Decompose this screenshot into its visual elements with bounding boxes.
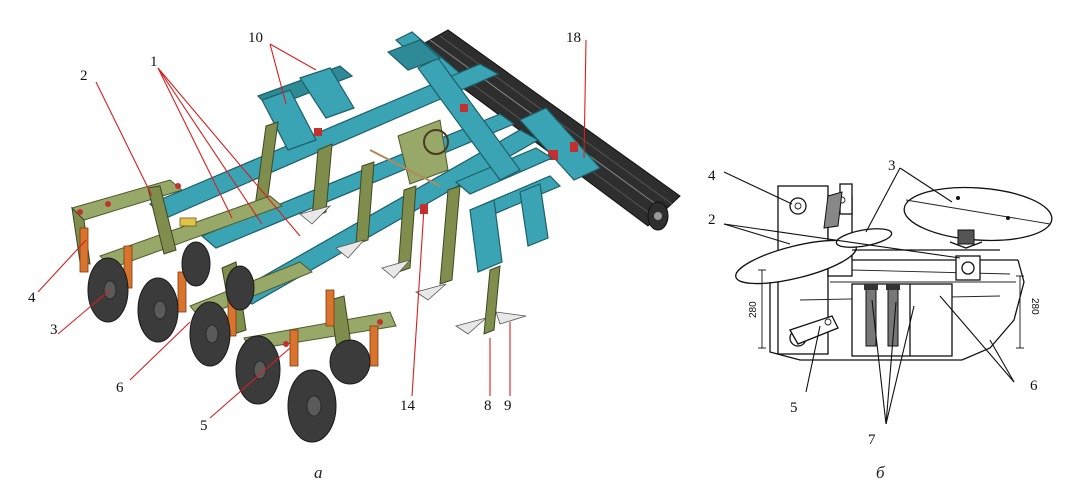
label-b-5: 5 [790, 400, 798, 416]
label-a-18: 18 [566, 30, 581, 46]
hydraulic-cylinders [864, 284, 900, 347]
leader-lines-a [37, 39, 587, 419]
label-a-6: 6 [116, 380, 124, 396]
disc-stands [79, 227, 379, 367]
panel-a-drawing: 1 2 3 4 5 6 8 9 10 14 18 a [28, 29, 681, 482]
caption-b: б [876, 463, 885, 482]
label-b-4: 4 [708, 168, 716, 184]
label-a-10: 10 [248, 30, 263, 46]
caption-a: a [314, 463, 323, 482]
rear-disc [903, 186, 1053, 242]
label-a-9: 9 [504, 398, 512, 414]
central-hitch [314, 104, 468, 214]
label-a-4: 4 [28, 290, 36, 306]
label-a-5: 5 [200, 418, 208, 434]
label-b-6: 6 [1030, 378, 1038, 394]
label-a-3: 3 [50, 322, 58, 338]
label-a-1: 1 [150, 54, 158, 70]
label-a-8: 8 [484, 398, 492, 414]
label-a-2: 2 [80, 68, 88, 84]
tine-stands [253, 121, 527, 335]
leader-lines-b [723, 167, 1015, 425]
dimension-right: 280 [1029, 298, 1040, 315]
label-b-3: 3 [888, 158, 896, 174]
label-b-7: 7 [868, 432, 876, 448]
callouts-a: 1 2 3 4 5 6 8 9 10 14 18 [28, 30, 581, 434]
label-b-2: 2 [708, 212, 716, 228]
discs [87, 241, 371, 443]
panel-b-drawing: 280 280 2 3 4 5 6 7 б [708, 158, 1053, 482]
dimension-left: 280 [748, 301, 759, 318]
label-a-14: 14 [400, 398, 416, 414]
body-outline [769, 259, 1025, 361]
dimension-lines: 280 280 [748, 269, 1040, 349]
callouts-b: 2 3 4 5 6 7 [708, 158, 1038, 448]
main-frame [148, 39, 562, 305]
